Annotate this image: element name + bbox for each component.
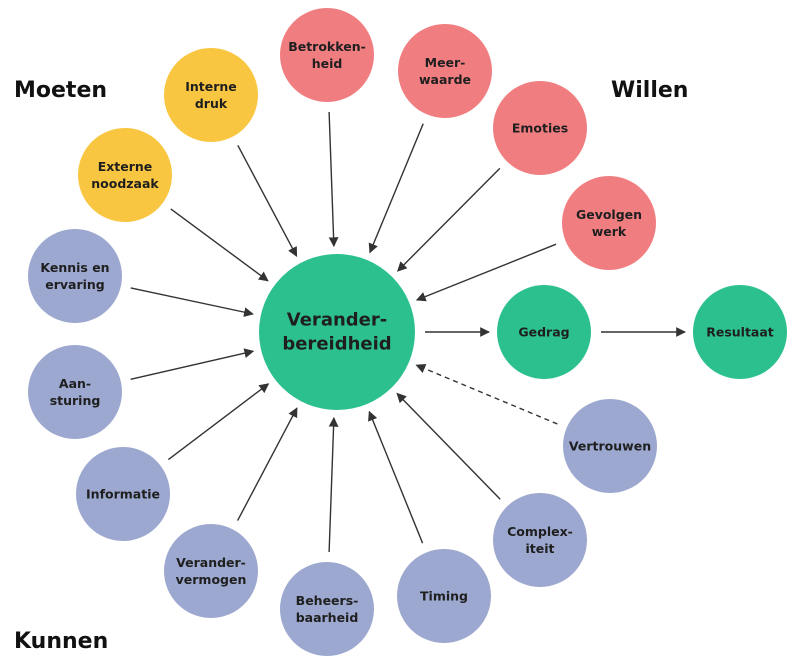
arrow-interne-druk-to-center: [237, 144, 298, 257]
node-kennis-en-ervaring: Kennis en ervaring: [28, 229, 122, 323]
node-center: Verander-bereidheid: [259, 254, 415, 410]
node-vertrouwen: Vertrouwen: [563, 399, 657, 493]
node-circle-interne-druk: [164, 48, 258, 142]
node-label-externe-noodzaak: noodzaak: [91, 176, 159, 191]
node-aansturing: Aan-sturing: [28, 345, 122, 439]
arrow-beheersbaarheid-to-center: [328, 416, 339, 553]
node-label-resultaat: Resultaat: [706, 325, 774, 340]
node-circle-aansturing: [28, 345, 122, 439]
node-informatie: Informatie: [76, 447, 170, 541]
node-label-complexiteit: Complex-: [507, 524, 573, 539]
node-emoties: Emoties: [493, 81, 587, 175]
node-externe-noodzaak: Externe noodzaak: [78, 128, 172, 222]
node-label-kennis-en-ervaring: Kennis en: [40, 260, 109, 275]
node-label-gedrag: Gedrag: [518, 325, 569, 340]
node-timing: Timing: [397, 549, 491, 643]
arrow-kennis-en-ervaring-to-center: [130, 287, 254, 317]
node-circle-kennis-en-ervaring: [28, 229, 122, 323]
node-circle-center: [259, 254, 415, 410]
node-label-aansturing: Aan-: [59, 376, 91, 391]
group-title-willen: Willen: [611, 78, 688, 103]
node-beheersbaarheid: Beheers-baarheid: [280, 562, 374, 656]
node-label-verandervermogen: vermogen: [176, 572, 247, 587]
node-label-center: bereidheid: [282, 334, 391, 355]
arrow-externe-noodzaak-to-center: [170, 208, 269, 282]
node-circle-vertrouwen: [563, 399, 657, 493]
node-circle-gedrag: [497, 285, 591, 379]
node-gevolgen-werk: Gevolgen werk: [562, 176, 656, 270]
node-circle-externe-noodzaak: [78, 128, 172, 222]
arrow-gevolgen-werk-to-center: [415, 243, 557, 302]
node-circle-informatie: [76, 447, 170, 541]
node-label-verandervermogen: Verander-: [176, 555, 246, 570]
node-label-timing: Timing: [420, 589, 468, 604]
node-complexiteit: Complex-iteit: [493, 493, 587, 587]
node-label-meerwaarde: Meer-: [425, 55, 466, 70]
node-label-gevolgen-werk: werk: [592, 224, 627, 239]
node-label-emoties: Emoties: [512, 121, 568, 136]
node-label-center: Verander-: [287, 310, 387, 331]
arrow-vertrouwen-to-center: [415, 363, 558, 425]
node-circle-beheersbaarheid: [280, 562, 374, 656]
arrow-meerwaarde-to-center: [368, 123, 424, 254]
nodes-layer: Verander-bereidheid Gedrag Resultaat Intern…: [28, 8, 787, 656]
node-label-kennis-en-ervaring: ervaring: [45, 277, 105, 292]
arrow-betrokkenheid-to-center: [328, 111, 339, 248]
node-circle-emoties: [493, 81, 587, 175]
arrow-verandervermogen-to-center: [236, 407, 298, 521]
node-label-beheersbaarheid: Beheers-: [296, 593, 359, 608]
node-label-interne-druk: Interne: [185, 79, 237, 94]
node-label-informatie: Informatie: [86, 487, 160, 502]
node-label-interne-druk: druk: [195, 96, 228, 111]
node-verandervermogen: Verander-vermogen: [164, 524, 258, 618]
node-label-betrokkenheid: Betrokken-: [288, 39, 366, 54]
node-label-complexiteit: iteit: [526, 541, 555, 556]
arrow-aansturing-to-center: [130, 348, 255, 380]
group-title-kunnen: Kunnen: [14, 629, 108, 654]
node-interne-druk: Interne druk: [164, 48, 258, 142]
node-circle-timing: [397, 549, 491, 643]
node-circle-verandervermogen: [164, 524, 258, 618]
node-resultaat: Resultaat: [693, 285, 787, 379]
node-label-vertrouwen: Vertrouwen: [569, 439, 651, 454]
edges-layer: [130, 111, 686, 553]
arrow-informatie-to-center: [167, 383, 270, 461]
node-circle-complexiteit: [493, 493, 587, 587]
node-label-externe-noodzaak: Externe: [98, 159, 153, 174]
node-label-meerwaarde: waarde: [419, 72, 471, 87]
node-gedrag: Gedrag: [497, 285, 591, 379]
group-title-moeten: Moeten: [14, 78, 107, 103]
node-circle-betrokkenheid: [280, 8, 374, 102]
node-label-gevolgen-werk: Gevolgen: [576, 207, 642, 222]
node-label-betrokkenheid: heid: [312, 56, 343, 71]
arrow-emoties-to-center: [397, 167, 501, 272]
node-circle-gevolgen-werk: [562, 176, 656, 270]
arrow-complexiteit-to-center: [396, 392, 501, 500]
node-label-aansturing: sturing: [50, 393, 101, 408]
node-betrokkenheid: Betrokken-heid: [280, 8, 374, 102]
node-label-beheersbaarheid: baarheid: [296, 610, 359, 625]
node-meerwaarde: Meer-waarde: [398, 24, 492, 118]
node-circle-meerwaarde: [398, 24, 492, 118]
node-circle-resultaat: [693, 285, 787, 379]
arrow-timing-to-center: [368, 410, 424, 544]
